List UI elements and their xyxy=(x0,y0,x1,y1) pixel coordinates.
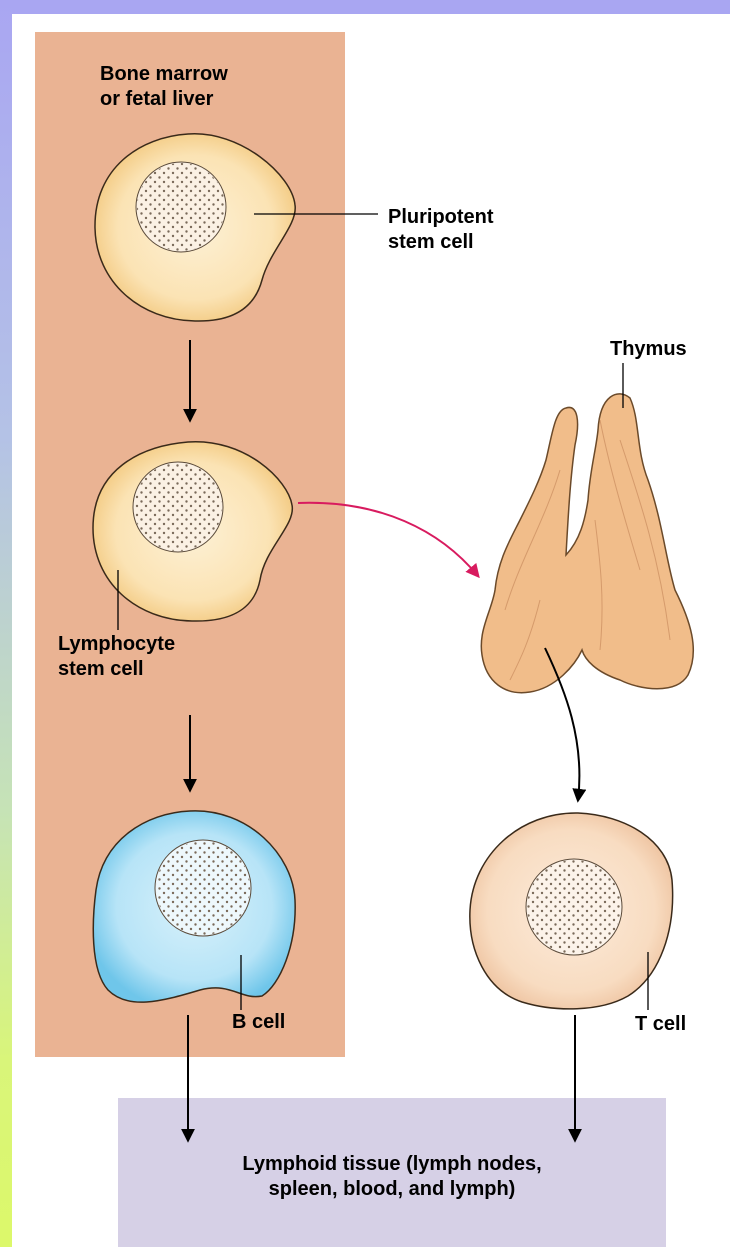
b-cell xyxy=(93,811,295,1002)
t-cell xyxy=(470,813,673,1009)
arrow-lymphocyte-to-thymus xyxy=(298,503,478,576)
thymus-organ xyxy=(481,394,693,693)
b-cell-label: B cell xyxy=(232,1010,285,1035)
pluripotent-stem-cell xyxy=(95,134,295,321)
pluripotent-stem-cell-label: Pluripotent stem cell xyxy=(388,205,494,255)
lymphocyte-stem-cell xyxy=(93,442,292,621)
bone-marrow-label: Bone marrow or fetal liver xyxy=(100,62,228,112)
t-cell-label: T cell xyxy=(635,1012,686,1037)
thymus-label: Thymus xyxy=(610,337,687,362)
lymphoid-tissue-label: Lymphoid tissue (lymph nodes, spleen, bl… xyxy=(118,1152,666,1202)
lymphocyte-stem-cell-label: Lymphocyte stem cell xyxy=(58,632,175,682)
